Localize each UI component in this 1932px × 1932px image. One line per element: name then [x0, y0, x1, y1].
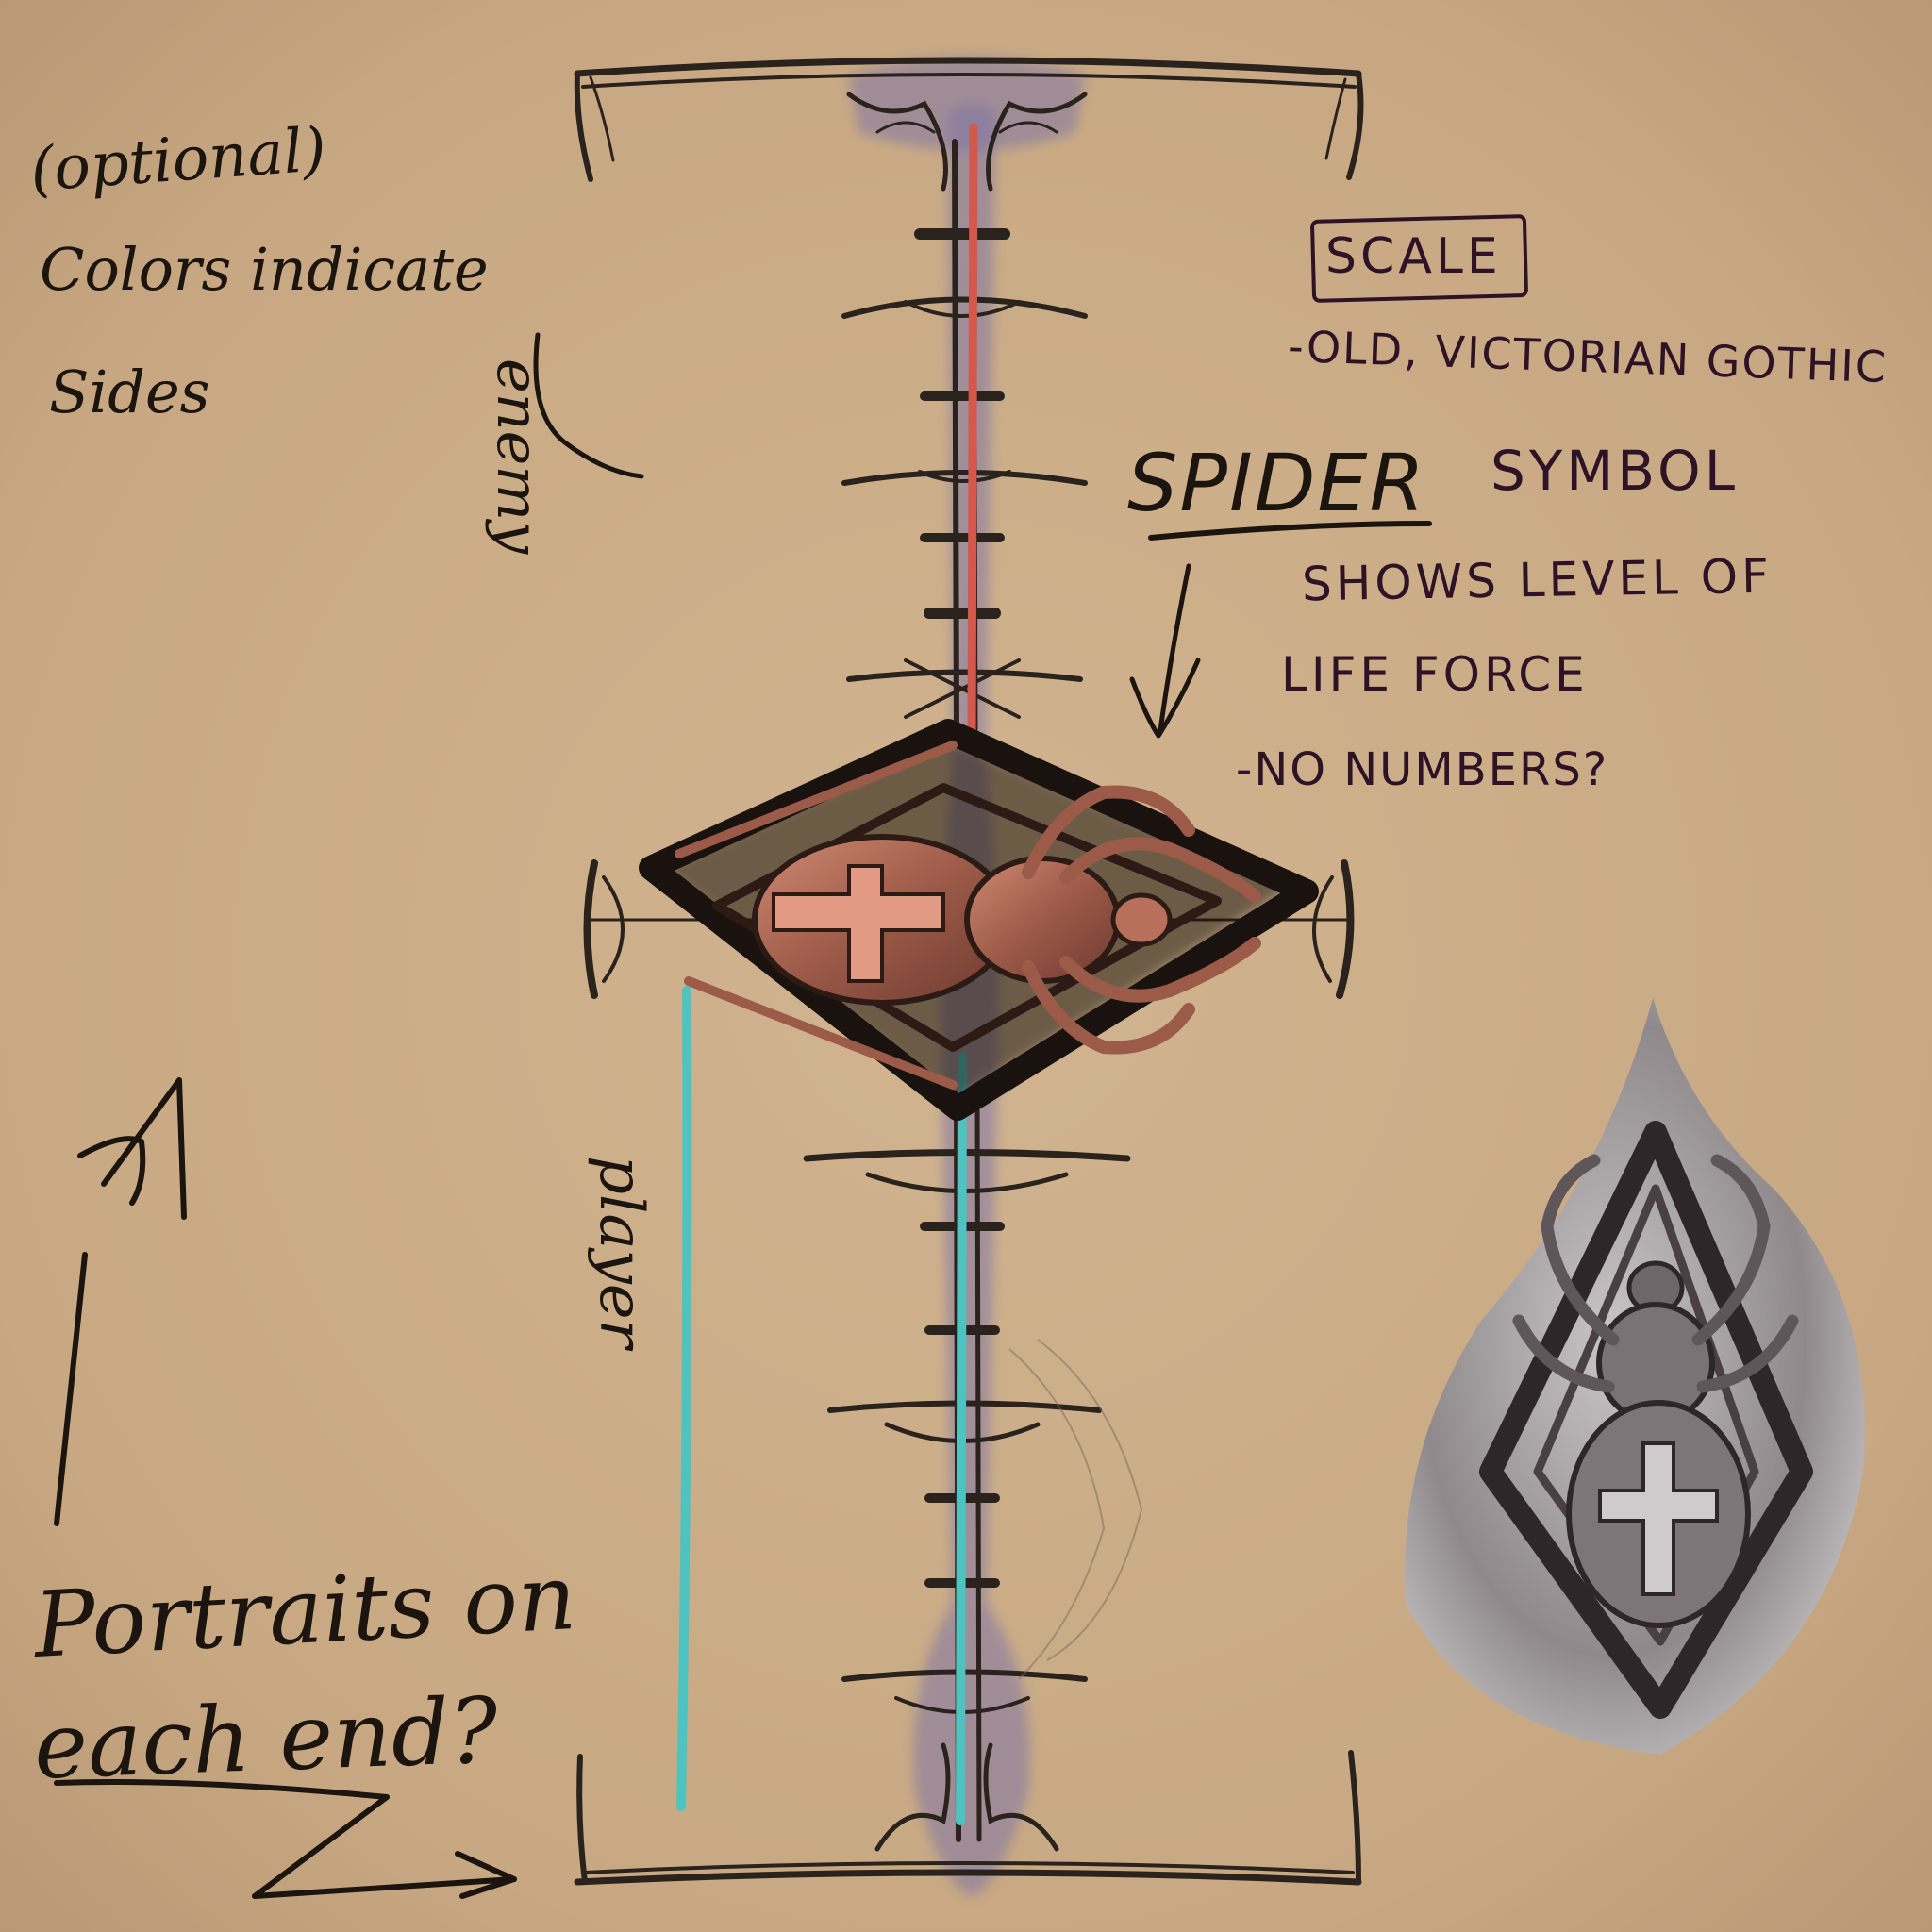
note-sides: Sides — [49, 363, 210, 422]
scale-point-no-numbers: -NO NUMBERS? — [1236, 747, 1608, 792]
player-life-bar — [960, 1057, 962, 1821]
scale-point-spider: SPIDER — [1127, 443, 1426, 523]
spider-thorax — [967, 858, 1118, 981]
scale-title: SCALE — [1325, 232, 1502, 281]
note-player: player — [591, 1156, 651, 1348]
scale-life-force: LIFE FORCE — [1281, 651, 1589, 698]
enemy-life-bar — [972, 127, 974, 750]
note-enemy: enemy — [489, 358, 547, 554]
spider-head — [1113, 895, 1170, 944]
note-each-end: each end? — [32, 1685, 499, 1791]
note-portraits-on: Portraits on — [32, 1552, 578, 1671]
scale-shows-level: SHOWS LEVEL OF — [1302, 553, 1774, 608]
note-colors-indicate: Colors indicate — [40, 241, 489, 299]
top-ornament-shadow — [849, 57, 1085, 151]
scale-point-symbol: SYMBOL — [1491, 443, 1739, 498]
